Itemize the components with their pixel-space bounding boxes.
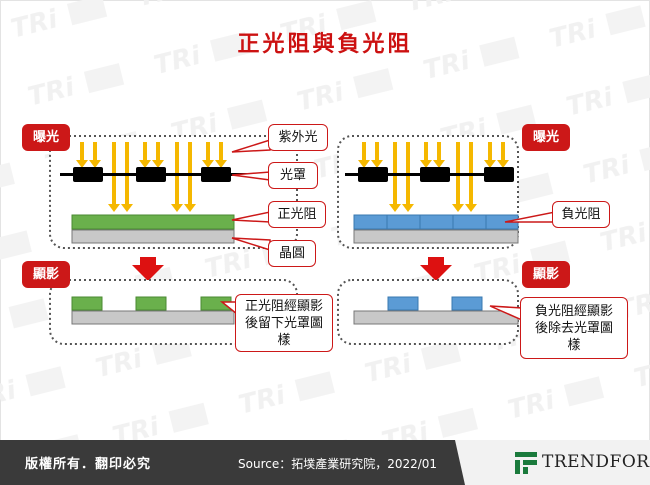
left-uv-arrow-short [139, 142, 151, 168]
trendforce-logo-text: TRENDFORCE [542, 452, 650, 472]
left-developed-pattern [71, 296, 232, 311]
uv-light-callout: 紫外光 [268, 124, 328, 151]
left-uv-arrow-short [202, 142, 214, 168]
left-uv-arrow-short [76, 142, 88, 168]
left-developed-wafer [71, 310, 235, 325]
right-developed-pattern [387, 296, 483, 311]
right-wafer [353, 229, 519, 244]
copyright-text: 版權所有．翻印必究 [25, 457, 152, 472]
right-develop-tag: 顯影 [522, 261, 570, 288]
right-negative-resist-layer [353, 214, 519, 230]
source-text: Source：拓墣產業研究院，2022/01 [238, 457, 438, 471]
left-uv-arrow-short [215, 142, 227, 168]
right-uv-arrow-short [433, 142, 445, 168]
left-uv-arrow-short [152, 142, 164, 168]
wafer-callout: 晶圓 [268, 240, 316, 267]
left-uv-arrow-short [89, 142, 101, 168]
positive-resist-callout: 正光阻 [268, 201, 326, 228]
positive-result-callout: 正光阻經顯影後留下光罩圖樣 [235, 294, 333, 352]
left-exposure-tag: 曝光 [22, 124, 70, 151]
right-uv-arrow-short [371, 142, 383, 168]
trendforce-logo-icon [515, 452, 537, 474]
left-wafer [71, 229, 235, 244]
negative-result-callout: 負光阻經顯影後除去光罩圖樣 [520, 297, 628, 359]
right-uv-arrow-short [420, 142, 432, 168]
right-uv-arrow-short [497, 142, 509, 168]
right-developed-wafer [353, 310, 519, 325]
footer-dark-band [0, 440, 465, 485]
left-develop-tag: 顯影 [22, 261, 70, 288]
left-positive-resist-layer [71, 214, 235, 230]
right-uv-arrow-short [484, 142, 496, 168]
right-develop-arrow [420, 257, 452, 281]
photomask-callout: 光罩 [268, 162, 318, 189]
right-photomask [345, 167, 514, 182]
right-uv-arrow-short [358, 142, 370, 168]
left-photomask [60, 167, 288, 182]
diagram-title: 正光阻與負光阻 [237, 31, 413, 57]
left-develop-arrow [132, 257, 164, 281]
right-exposure-tag: 曝光 [522, 124, 570, 151]
negative-resist-callout: 負光阻 [552, 201, 610, 228]
